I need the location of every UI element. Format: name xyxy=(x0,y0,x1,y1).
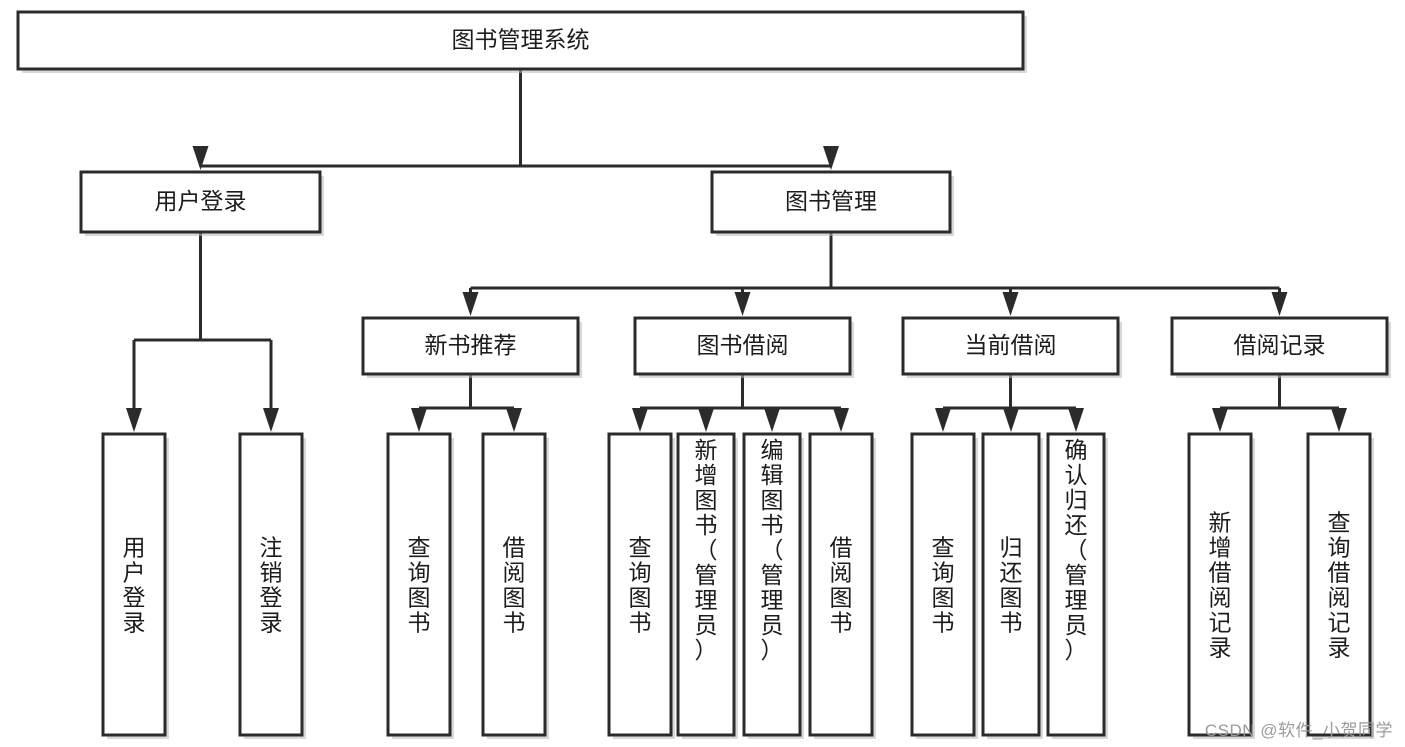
arrow-head-icon xyxy=(823,146,839,170)
node-box[interactable] xyxy=(710,170,952,234)
node-box[interactable] xyxy=(481,432,547,737)
arrow-head-icon xyxy=(833,408,849,432)
node-label: 用户登录 xyxy=(123,535,146,636)
arrow-head-icon xyxy=(935,408,951,432)
arrow-head-icon xyxy=(1002,292,1019,316)
node-box[interactable] xyxy=(1046,432,1106,737)
node-user-login[interactable]: 用户登录 xyxy=(79,170,324,236)
node-leaf-query-book-borrow[interactable]: 查询图书 xyxy=(607,432,675,739)
node-box[interactable] xyxy=(238,432,304,737)
node-label: 用户登录 xyxy=(155,188,247,214)
node-box[interactable] xyxy=(910,432,976,737)
node-box[interactable] xyxy=(1187,432,1253,737)
arrow-head-icon xyxy=(462,292,479,316)
connector-group-borrow-record xyxy=(1212,374,1347,432)
node-box[interactable] xyxy=(901,316,1120,376)
node-leaf-logout[interactable]: 注销登录 xyxy=(238,432,306,739)
node-root[interactable]: 图书管理系统 xyxy=(16,10,1027,73)
node-box[interactable] xyxy=(1170,316,1389,376)
node-box[interactable] xyxy=(981,432,1041,737)
node-book-manage[interactable]: 图书管理 xyxy=(710,170,954,236)
node-borrow-record[interactable]: 借阅记录 xyxy=(1170,316,1391,378)
node-leaf-query-record[interactable]: 查询借阅记录 xyxy=(1306,432,1374,739)
node-box[interactable] xyxy=(742,432,802,737)
arrow-head-icon xyxy=(506,408,522,432)
node-label: 图书管理 xyxy=(785,188,877,214)
arrow-head-icon xyxy=(411,408,427,432)
node-leaf-query-book-current[interactable]: 查询图书 xyxy=(910,432,978,739)
connector-group-user-login xyxy=(126,232,279,432)
node-label: 借阅图书 xyxy=(503,535,526,636)
node-leaf-user-login[interactable]: 用户登录 xyxy=(101,432,169,739)
arrow-head-icon xyxy=(1271,292,1288,316)
node-box[interactable] xyxy=(16,10,1025,71)
connector-group-book-borrow xyxy=(632,374,849,432)
connector-layer xyxy=(126,69,1347,432)
arrow-head-icon xyxy=(632,408,648,432)
connector-group-root xyxy=(192,69,839,170)
node-label: 确认归还（管理员） xyxy=(1065,437,1088,663)
node-leaf-borrow-book[interactable]: 借阅图书 xyxy=(808,432,876,739)
node-label: 新增借阅记录 xyxy=(1209,510,1232,661)
arrow-head-icon xyxy=(1068,408,1084,432)
node-label: 查询借阅记录 xyxy=(1328,510,1351,661)
node-label: 编辑图书（管理员） xyxy=(761,437,784,663)
csdn-watermark: CSDN @软件_小贺同学 xyxy=(1204,721,1393,740)
node-label: 归还图书 xyxy=(1000,535,1023,636)
node-label: 新增图书（管理员） xyxy=(695,437,718,663)
node-label: 查询图书 xyxy=(629,535,652,636)
node-box[interactable] xyxy=(808,432,874,737)
node-label: 图书管理系统 xyxy=(452,27,590,53)
node-label: 查询图书 xyxy=(408,535,431,636)
node-leaf-add-book[interactable]: 新增图书（管理员） xyxy=(676,432,738,739)
node-box[interactable] xyxy=(101,432,167,737)
node-leaf-return-book[interactable]: 归还图书 xyxy=(981,432,1043,739)
node-box[interactable] xyxy=(633,316,852,376)
node-box[interactable] xyxy=(1306,432,1372,737)
node-leaf-add-record[interactable]: 新增借阅记录 xyxy=(1187,432,1255,739)
node-box[interactable] xyxy=(79,170,322,234)
arrow-head-icon xyxy=(734,292,751,316)
arrow-head-icon xyxy=(1331,408,1347,432)
node-label: 借阅图书 xyxy=(830,535,853,636)
node-label: 当前借阅 xyxy=(965,332,1057,358)
node-book-borrow[interactable]: 图书借阅 xyxy=(633,316,854,378)
node-box[interactable] xyxy=(607,432,673,737)
arrow-head-icon xyxy=(263,408,279,432)
arrow-head-icon xyxy=(192,146,209,170)
node-box[interactable] xyxy=(361,316,580,376)
node-layer: 图书管理系统用户登录图书管理新书推荐图书借阅当前借阅借阅记录用户登录注销登录查询… xyxy=(16,10,1391,739)
arrow-head-icon xyxy=(1212,408,1228,432)
node-box[interactable] xyxy=(386,432,452,737)
node-leaf-edit-book[interactable]: 编辑图书（管理员） xyxy=(742,432,804,739)
node-new-book-rec[interactable]: 新书推荐 xyxy=(361,316,582,378)
node-leaf-borrow-book-rec[interactable]: 借阅图书 xyxy=(481,432,549,739)
node-current-borrow[interactable]: 当前借阅 xyxy=(901,316,1122,378)
connector-group-current-borrow xyxy=(935,374,1084,432)
node-leaf-query-book-rec[interactable]: 查询图书 xyxy=(386,432,454,739)
connector-group-new-book-rec xyxy=(411,374,522,432)
node-label: 注销登录 xyxy=(260,535,283,636)
node-label: 图书借阅 xyxy=(697,332,789,358)
node-label: 新书推荐 xyxy=(425,332,517,358)
node-label: 借阅记录 xyxy=(1234,332,1326,358)
arrow-head-icon xyxy=(764,408,780,432)
arrow-head-icon xyxy=(698,408,714,432)
node-leaf-confirm-return[interactable]: 确认归还（管理员） xyxy=(1046,432,1108,739)
arrow-head-icon xyxy=(1003,408,1019,432)
node-box[interactable] xyxy=(676,432,736,737)
node-label: 查询图书 xyxy=(932,535,955,636)
arrow-head-icon xyxy=(126,408,142,432)
connector-group-book-manage xyxy=(462,232,1288,316)
